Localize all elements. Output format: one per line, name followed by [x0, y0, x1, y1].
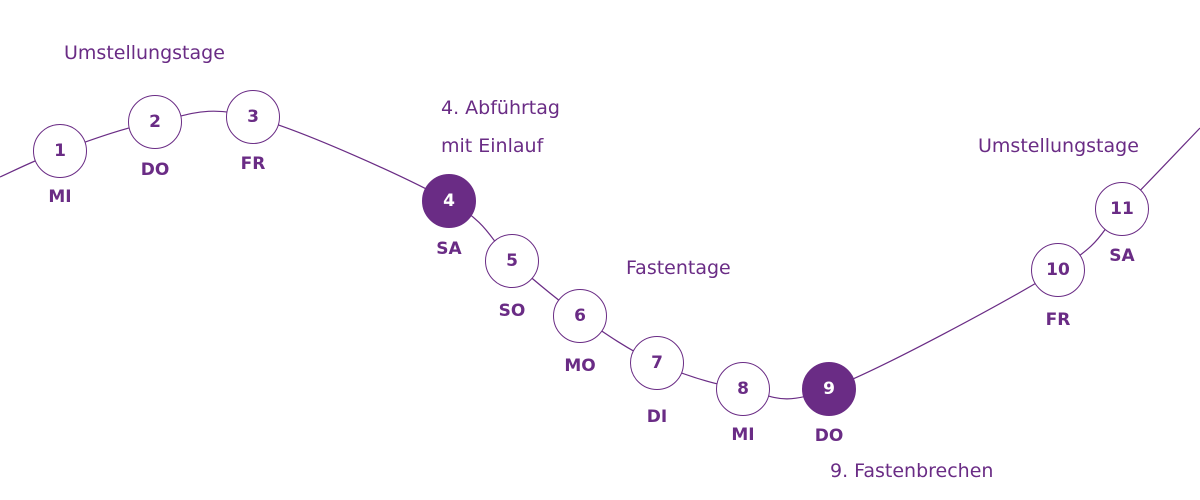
weekday-label: DI — [646, 407, 668, 427]
weekday-label: SA — [436, 239, 462, 259]
day-circle-3: 3 — [226, 90, 280, 144]
weekday-label: DO — [814, 426, 844, 446]
weekday-label: SA — [1109, 246, 1135, 266]
day-circle-10: 10 — [1031, 243, 1085, 297]
day-circle-6: 6 — [553, 289, 607, 343]
day-circle-5: 5 — [485, 234, 539, 288]
day-circle-7: 7 — [630, 336, 684, 390]
weekday-label: MI — [731, 425, 755, 445]
weekday-label: SO — [498, 301, 526, 321]
day-circle-1: 1 — [33, 124, 87, 178]
day-circle-2: 2 — [128, 95, 182, 149]
weekday-label: FR — [1045, 310, 1071, 330]
weekday-label: MI — [48, 187, 72, 207]
note-umstellung-end: Umstellungstage — [978, 135, 1139, 157]
day-circle-9: 9 — [802, 362, 856, 416]
note-umstellung-start: Umstellungstage — [64, 42, 225, 64]
weekday-label: MO — [564, 356, 596, 376]
note-abfuehrtag-line1: 4. Abführtag — [441, 97, 560, 119]
day-circle-8: 8 — [716, 362, 770, 416]
day-circle-4: 4 — [422, 174, 476, 228]
day-circle-11: 11 — [1095, 182, 1149, 236]
note-fastentage: Fastentage — [626, 257, 731, 279]
weekday-label: DO — [140, 160, 170, 180]
weekday-label: FR — [240, 154, 266, 174]
note-fastenbrechen: 9. Fastenbrechen — [830, 460, 994, 482]
note-abfuehrtag-line2: mit Einlauf — [441, 135, 544, 157]
